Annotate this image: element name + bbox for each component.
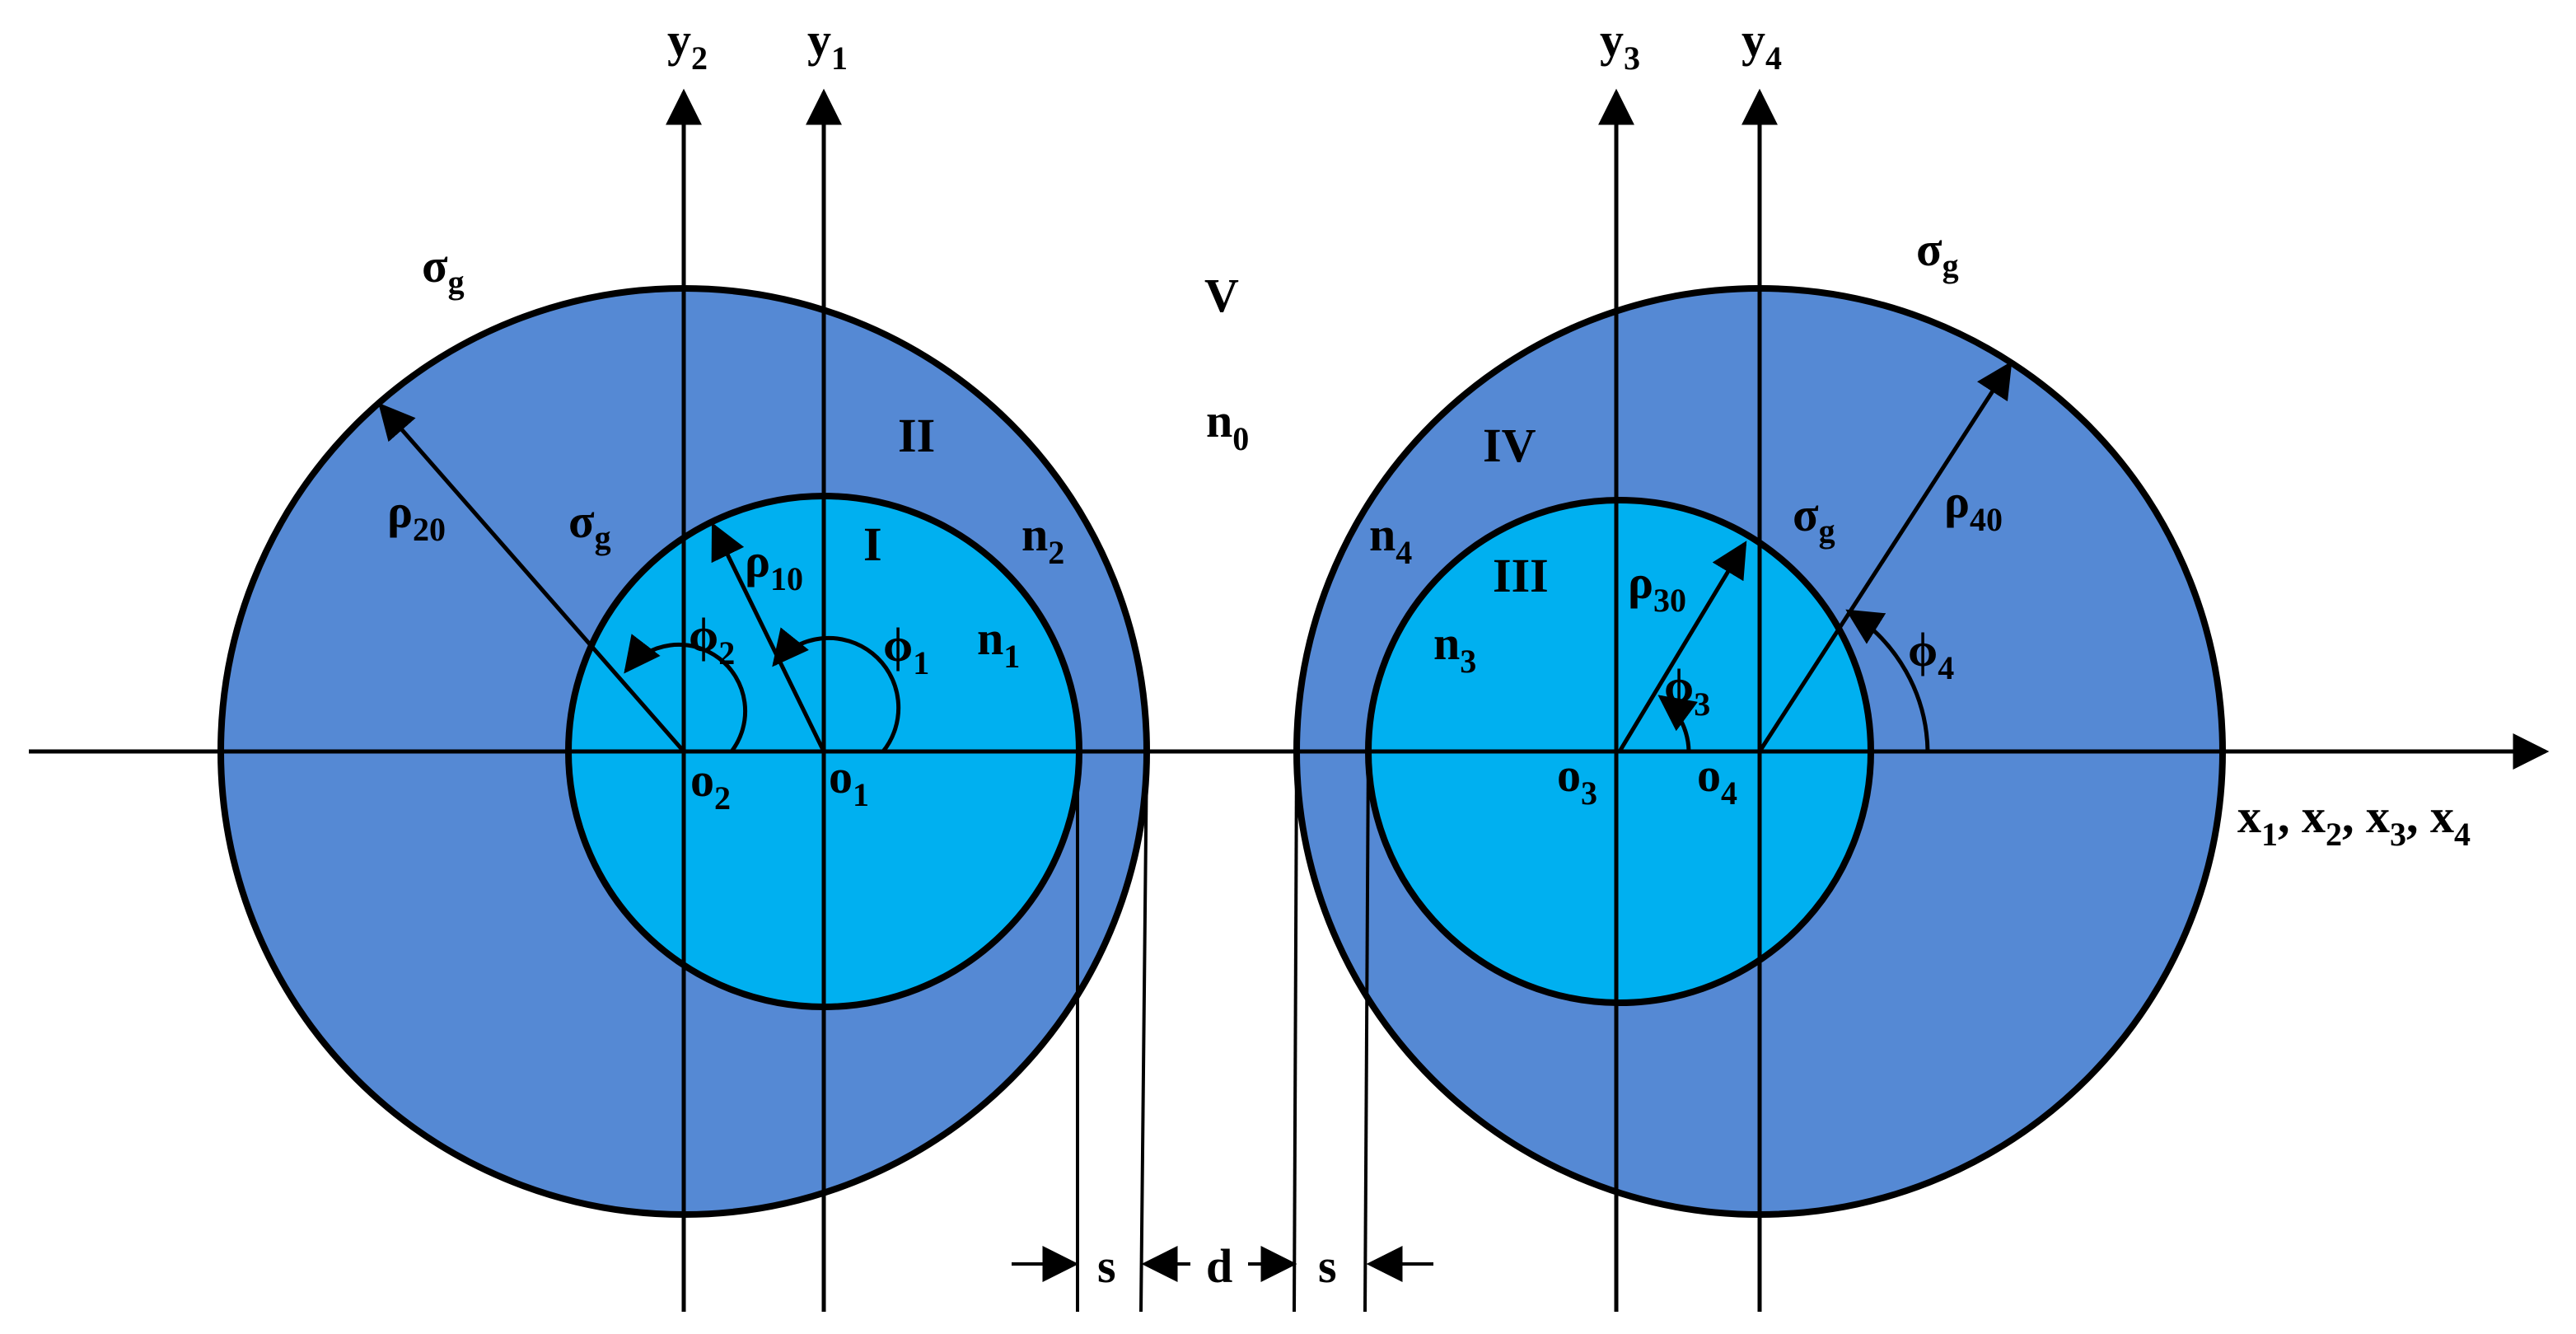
- phi4-label: ϕ4: [1908, 623, 1954, 686]
- rho40-label: ρ40: [1944, 475, 2003, 538]
- rho10-radius-arrow: [711, 522, 826, 753]
- phi3-angle-arc: [1657, 695, 1698, 752]
- sigma-g-inner-right-label: σg: [1793, 488, 1835, 550]
- y2-axis-label: y2: [667, 13, 708, 77]
- rho40-radius-arrow: [1757, 361, 2013, 753]
- y1-axis-label: y1: [807, 13, 848, 77]
- sigma-g-inner-left-label: σg: [568, 494, 611, 556]
- rho20-label: ρ20: [387, 484, 446, 548]
- phi2-angle-arc: [624, 634, 748, 753]
- dim-ext-line-4: [1363, 751, 1370, 1313]
- o2-label: o2: [690, 753, 731, 817]
- y4-axis-label: y4: [1741, 13, 1782, 77]
- d-dimension-label: d: [1206, 1239, 1232, 1293]
- n0-label: n0: [1206, 394, 1249, 457]
- rho20-radius-arrow: [378, 402, 685, 753]
- rho30-radius-arrow: [1617, 541, 1747, 753]
- y3-axis-label: y3: [1600, 13, 1640, 77]
- x-axis-label: x1, x2, x3, x4: [2237, 789, 2471, 853]
- region-iii-label: III: [1493, 549, 1549, 602]
- phi1-angle-arc: [772, 627, 901, 753]
- phi2-label: ϕ2: [689, 608, 735, 672]
- rho30-label: ρ30: [1628, 555, 1686, 619]
- region-i-label: I: [863, 517, 882, 571]
- sigma-g-outer-right-label: σg: [1916, 222, 1959, 284]
- o1-label: o1: [829, 750, 869, 813]
- sigma-g-outer-left-label: σg: [422, 239, 465, 301]
- region-iv-label: IV: [1483, 419, 1536, 472]
- dim-ext-line-3: [1293, 751, 1298, 1313]
- dim-ext-line-2: [1139, 751, 1148, 1313]
- phi4-angle-arc: [1845, 609, 1930, 752]
- s-left-dimension-label: s: [1097, 1239, 1116, 1293]
- region-ii-label: II: [898, 409, 935, 462]
- n1-label: n1: [977, 611, 1020, 675]
- n2-label: n2: [1022, 508, 1064, 571]
- n3-label: n3: [1433, 616, 1476, 680]
- o3-label: o3: [1557, 748, 1597, 812]
- rho10-label: ρ10: [745, 534, 803, 597]
- phi3-label: ϕ3: [1664, 659, 1710, 723]
- n4-label: n4: [1369, 508, 1412, 571]
- o4-label: o4: [1697, 748, 1737, 812]
- s-right-dimension-label: s: [1318, 1239, 1337, 1293]
- phi1-label: ϕ1: [883, 618, 929, 681]
- region-v-label: V: [1204, 269, 1239, 322]
